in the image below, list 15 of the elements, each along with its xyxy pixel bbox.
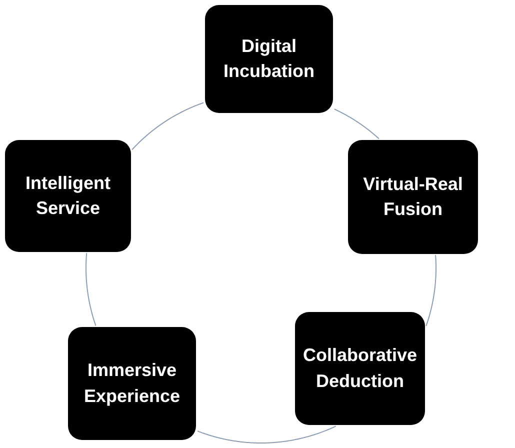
connector-arc: [426, 254, 436, 326]
connector-arc: [86, 252, 96, 326]
box-label: Virtual-Real Fusion: [362, 172, 464, 221]
rounded-box: [205, 5, 333, 113]
connector-arc: [197, 426, 336, 444]
rounded-box: [295, 312, 425, 425]
box-label: Collaborative Deduction: [302, 344, 418, 392]
rounded-box: [68, 327, 196, 440]
box-label: Intelligent Service: [24, 172, 112, 220]
rounded-box: [348, 140, 478, 254]
connector-arc: [132, 102, 204, 150]
rounded-box: [5, 140, 131, 252]
box-label: Immersive Experience: [82, 359, 182, 408]
box-label: Digital Incubation: [222, 34, 316, 83]
connector-arc: [334, 108, 380, 140]
